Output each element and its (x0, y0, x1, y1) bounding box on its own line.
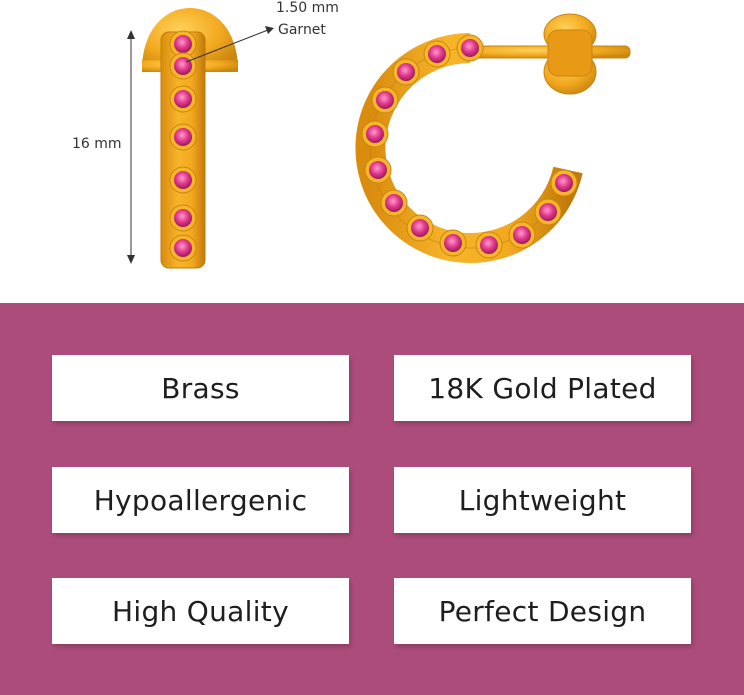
earring-front-view (142, 8, 238, 269)
feature-quality: High Quality (52, 578, 349, 644)
product-diagram: 1.50 mm Garnet 16 mm (0, 0, 744, 303)
garnet-stones-front (169, 30, 197, 262)
stone-type-label: Garnet (278, 22, 326, 38)
stone-pointer-arrow (185, 26, 274, 63)
feature-material: Brass (52, 355, 349, 421)
feature-lightweight: Lightweight (394, 467, 691, 533)
feature-design: Perfect Design (394, 578, 691, 644)
features-panel: Brass 18K Gold Plated Hypoallergenic Lig… (0, 303, 744, 695)
height-dimension-line (127, 30, 135, 264)
height-label: 16 mm (72, 136, 122, 152)
feature-hypoallergenic: Hypoallergenic (52, 467, 349, 533)
garnet-stones-side (361, 34, 578, 259)
earring-illustration (127, 8, 631, 269)
feature-plating: 18K Gold Plated (394, 355, 691, 421)
earring-side-view (355, 13, 631, 263)
stone-size-label: 1.50 mm (276, 0, 339, 16)
